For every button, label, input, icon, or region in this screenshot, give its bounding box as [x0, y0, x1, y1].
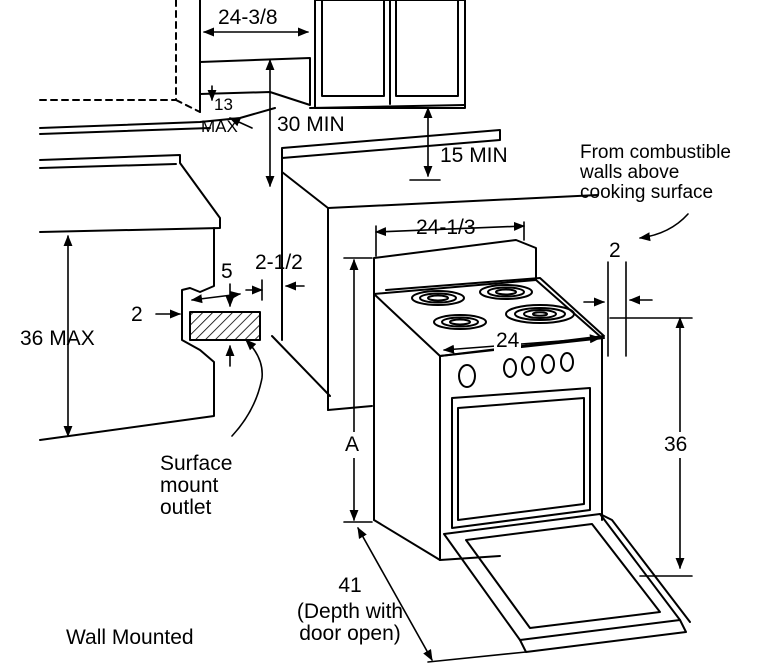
burner-front-left [433, 314, 487, 330]
surface-mount-outlet-label: Surface mount outlet [160, 452, 233, 520]
burner-back-right [479, 284, 533, 300]
oven-door-open [443, 513, 691, 653]
dim-41-label: 41 [338, 574, 362, 597]
combustible-walls-note: From combustible walls above cooking sur… [580, 142, 731, 203]
burner-front-right [505, 304, 575, 324]
surface-mount-outlet [189, 311, 261, 341]
upper-cabinet-right [309, 0, 466, 109]
burner-back-left [411, 290, 465, 306]
dim-24-label: 24 [494, 329, 522, 353]
dimension-lines [63, 27, 693, 663]
dim-max-label: MAX [201, 117, 238, 136]
dim-5-label: 5 [221, 260, 233, 283]
dim-a-label: A [344, 432, 361, 459]
dim-2-1-2-label: 2-1/2 [255, 251, 303, 274]
left-base-cabinet [39, 154, 221, 441]
dim-36-max-label: 36 MAX [20, 327, 95, 350]
wall-mounted-caption: Wall Mounted [66, 626, 194, 649]
dim-36-label: 36 [664, 432, 688, 459]
dim-24-1-3-label: 24-1/3 [416, 216, 476, 239]
center-cabinet [271, 129, 599, 411]
oven-cavity [451, 387, 591, 529]
depth-with-door-open-note: (Depth with door open) [296, 600, 404, 646]
dim-2-left-label: 2 [131, 303, 143, 326]
dim-13-label: 13 [214, 95, 233, 114]
dim-15-min-label: 15 MIN [440, 144, 508, 167]
dim-30-min-label: 30 MIN [277, 113, 345, 136]
dim-24-3-8-label: 24-3/8 [218, 6, 278, 29]
dim-2-right-label: 2 [609, 239, 621, 262]
control-knobs [458, 352, 574, 388]
